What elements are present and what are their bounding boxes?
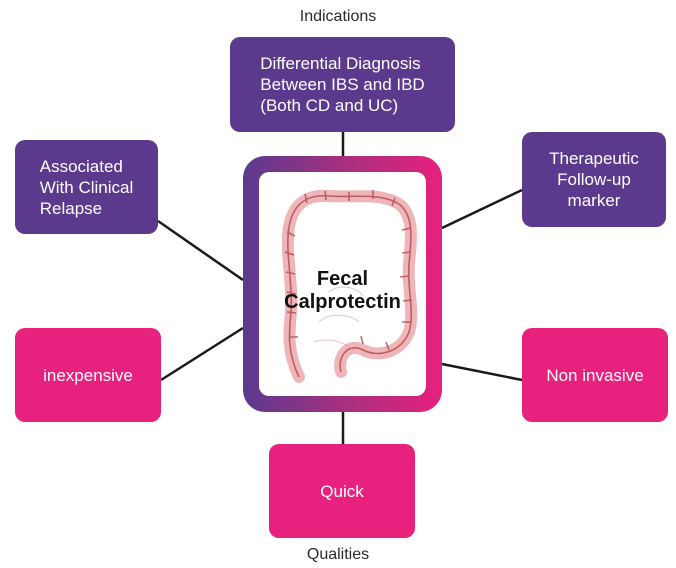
differential-line-2: Between IBS and IBD: [260, 74, 424, 95]
indications-label: Indications: [0, 8, 676, 26]
center-title-line-1: Fecal: [317, 268, 368, 291]
connector-top-left: [158, 221, 243, 280]
center-title-line-2: Calprotectin: [284, 291, 401, 314]
therapeutic-followup-box: Therapeutic Follow-up marker: [522, 132, 666, 227]
non-invasive-label: Non invasive: [546, 365, 643, 386]
relapse-line-3: Relapse: [40, 198, 102, 219]
relapse-line-2: With Clinical: [40, 177, 134, 198]
differential-diagnosis-box: Differential Diagnosis Between IBS and I…: [230, 37, 455, 132]
connector-top-right: [442, 190, 522, 228]
connector-bottom-left: [161, 328, 243, 380]
fecal-calprotectin-frame: Fecal Calprotectin: [243, 156, 442, 412]
quick-box: Quick: [269, 444, 415, 538]
differential-line-1: Differential Diagnosis: [260, 53, 420, 74]
followup-line-3: marker: [568, 190, 621, 211]
differential-line-3: (Both CD and UC): [260, 95, 398, 116]
inexpensive-box: inexpensive: [15, 328, 161, 422]
qualities-label: Qualities: [0, 546, 676, 564]
inexpensive-label: inexpensive: [43, 365, 133, 386]
center-title: Fecal Calprotectin: [259, 268, 426, 314]
colon-image-panel: Fecal Calprotectin: [259, 172, 426, 396]
followup-line-1: Therapeutic: [549, 148, 639, 169]
non-invasive-box: Non invasive: [522, 328, 668, 422]
connector-bottom-right: [442, 364, 522, 380]
relapse-line-1: Associated: [40, 156, 123, 177]
quick-label: Quick: [320, 481, 363, 502]
clinical-relapse-box: Associated With Clinical Relapse: [15, 140, 158, 234]
followup-line-2: Follow-up: [557, 169, 631, 190]
